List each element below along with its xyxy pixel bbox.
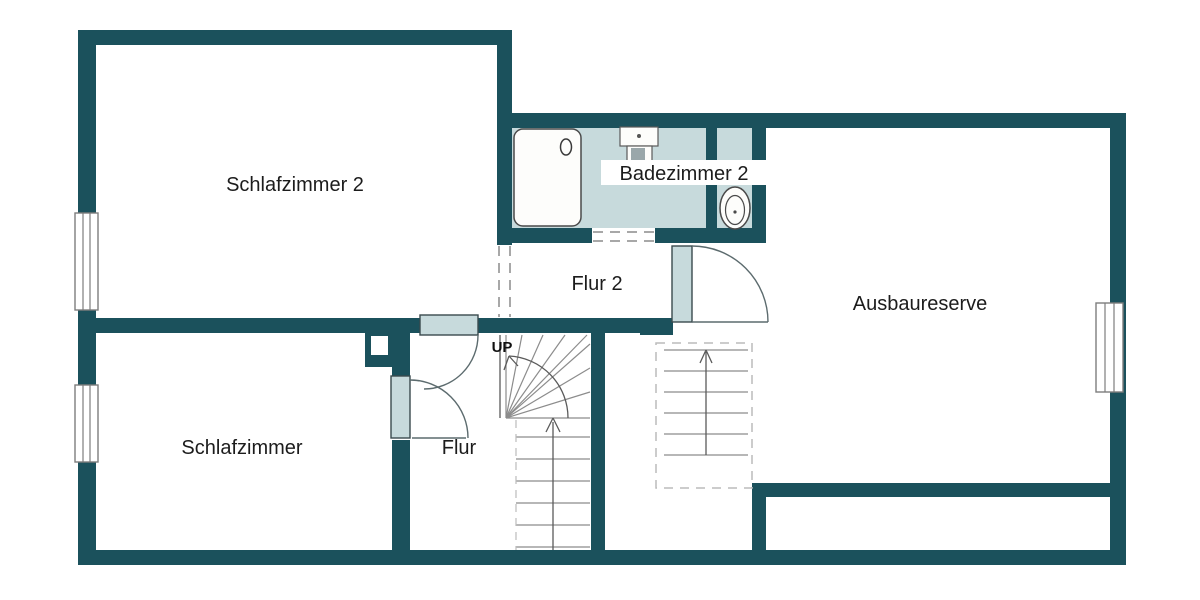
shower-drain-icon <box>559 138 573 156</box>
sink-tap <box>637 134 641 138</box>
wall-strip-left <box>752 483 766 565</box>
wall-bath-bottom-left <box>498 228 592 243</box>
door-swing-arc <box>409 379 469 439</box>
wall-top-right <box>498 113 1126 128</box>
walk-arrow-icon <box>503 355 519 371</box>
wall-mid-horizontal-left <box>78 318 420 333</box>
doors <box>390 245 769 439</box>
window-ausbaureserve <box>1095 302 1124 393</box>
wall-strip-top <box>752 483 1110 497</box>
toilet-outer <box>719 186 751 230</box>
walk-arrow-icon <box>699 349 713 364</box>
label-stairs-up: UP <box>492 339 513 356</box>
winder-walk-arc <box>508 355 569 419</box>
wall-stair-right <box>591 330 605 557</box>
wall-door-block <box>640 318 673 335</box>
door-flur-stairs <box>419 314 479 390</box>
winder-treads <box>505 334 591 419</box>
window-frame <box>74 212 99 311</box>
wall-mid-horizontal-right <box>478 318 673 333</box>
window-bedroom2 <box>74 212 99 311</box>
window-frame <box>1095 302 1124 393</box>
label-flur2: Flur 2 <box>571 273 622 295</box>
wall-bath-bottom-right <box>655 228 766 243</box>
shaft-opening <box>371 336 388 355</box>
window-bedroom <box>74 384 99 463</box>
wall-openings <box>498 231 654 317</box>
dashed-stair-walk-line <box>699 349 713 455</box>
label-ausbaureserve: Ausbaureserve <box>853 293 988 315</box>
label-schlafzimmer2: Schlafzimmer 2 <box>226 174 364 196</box>
door-swing-arc <box>691 245 769 323</box>
door-swing-arc <box>423 334 479 390</box>
walls <box>78 30 1126 565</box>
shower-tray <box>513 128 582 227</box>
label-badezimmer2: Badezimmer 2 <box>620 163 749 185</box>
walk-arrow-icon <box>545 417 561 433</box>
door-schlafzimmer <box>390 375 469 439</box>
walk-line <box>503 355 569 550</box>
wall-top-left <box>78 30 512 45</box>
door-flur2-ausbaureserve <box>671 245 769 323</box>
room-labels: Schlafzimmer 2 Badezimmer 2 Flur 2 Ausba… <box>181 160 987 459</box>
label-badezimmer2-bg <box>601 160 768 185</box>
stair-dashed-outline <box>655 342 753 489</box>
label-schlafzimmer: Schlafzimmer <box>181 437 302 459</box>
main-staircase <box>499 334 591 550</box>
label-flur: Flur <box>442 437 477 459</box>
door-leaf <box>671 245 693 323</box>
toilet-icon <box>719 186 751 230</box>
toilet-inner <box>724 194 746 226</box>
dashed-staircase <box>655 342 753 489</box>
wall-bedroom-right-lower <box>392 440 410 557</box>
wall-bottom-outer <box>78 550 1126 565</box>
door-leaf <box>390 375 411 439</box>
toilet-drain <box>733 210 737 214</box>
wall-bedroom2-right <box>497 30 512 245</box>
door-leaf <box>419 314 479 336</box>
windows <box>74 212 1124 463</box>
window-frame <box>74 384 99 463</box>
